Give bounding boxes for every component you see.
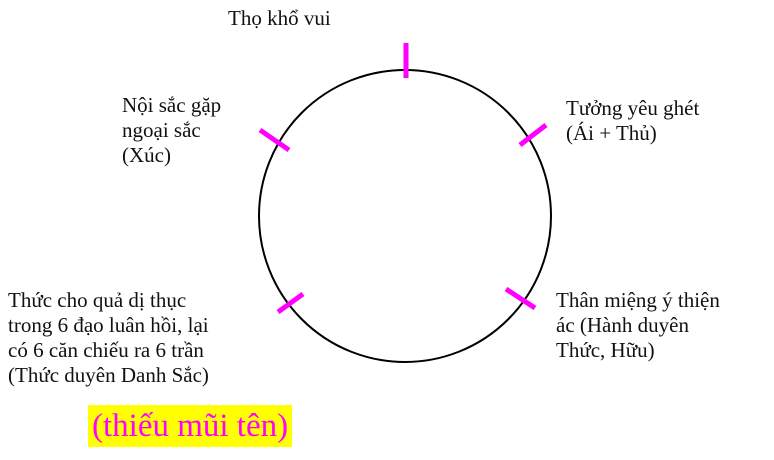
tick-lower-left [276,291,305,315]
missing-arrow-note: (thiếu mũi tên) [88,405,293,447]
tick-upper-right [518,123,548,147]
tick-upper-left [258,127,291,153]
label-thuc-duyen-danh-sac: Thức cho quả dị thục trong 6 đạo luân hồ… [8,288,209,387]
label-tho-kho-vui: Thọ khổ vui [228,6,331,30]
tick-lower-right [504,286,537,311]
label-hanh-duyen-thuc: Thân miệng ý thiện ác (Hành duyên Thức, … [556,288,720,362]
label-xuc: Nội sắc gặp ngoại sắc (Xúc) [122,93,222,167]
cycle-circle [258,69,552,363]
label-ai-thu: Tưởng yêu ghét (Ái + Thủ) [566,96,700,145]
